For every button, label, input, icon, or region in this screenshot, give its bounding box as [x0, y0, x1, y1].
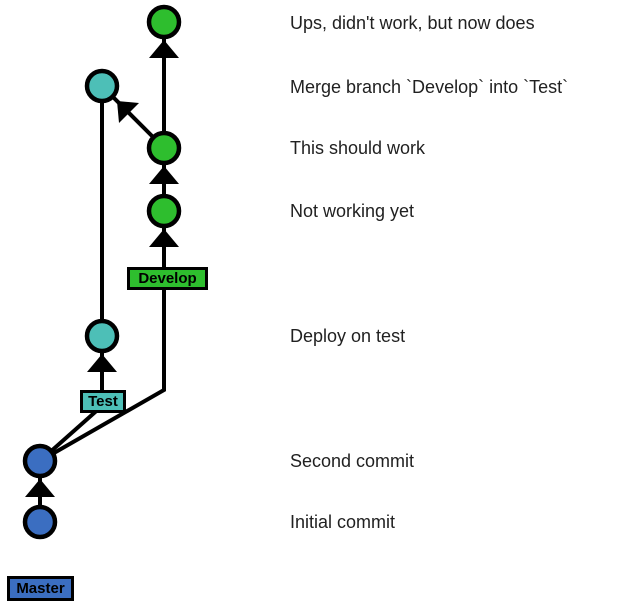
- branch-label-text: Develop: [138, 270, 197, 287]
- commit-message: Ups, didn't work, but now does: [290, 13, 535, 33]
- commit-message: Merge branch `Develop` into `Test`: [290, 77, 569, 97]
- arrowhead-up-icon: [25, 479, 55, 497]
- branch-label-develop: Develop: [127, 267, 208, 290]
- arrowhead-diagonal-icon: [117, 101, 139, 123]
- arrowhead-up-icon: [149, 166, 179, 184]
- arrowhead-up-icon: [87, 354, 117, 372]
- commit-node-initial: [22, 504, 58, 540]
- arrowhead-up-icon: [149, 229, 179, 247]
- arrowhead-up-icon: [149, 40, 179, 58]
- branch-label-master: Master: [7, 576, 74, 601]
- commit-node-second: [22, 443, 58, 479]
- commit-node-notworking: [146, 193, 182, 229]
- commit-message: Second commit: [290, 451, 415, 471]
- commit-node-merge: [84, 68, 120, 104]
- commit-node-ups: [146, 4, 182, 40]
- commit-message: Not working yet: [290, 201, 415, 221]
- branch-label-text: Test: [88, 393, 118, 410]
- commit-node-deploy: [84, 318, 120, 354]
- commit-message: This should work: [290, 138, 426, 158]
- commit-node-shouldwork: [146, 130, 182, 166]
- branch-label-text: Master: [16, 580, 65, 597]
- commit-message: Deploy on test: [290, 326, 406, 346]
- commit-message: Initial commit: [290, 512, 396, 532]
- branch-label-test: Test: [80, 390, 126, 413]
